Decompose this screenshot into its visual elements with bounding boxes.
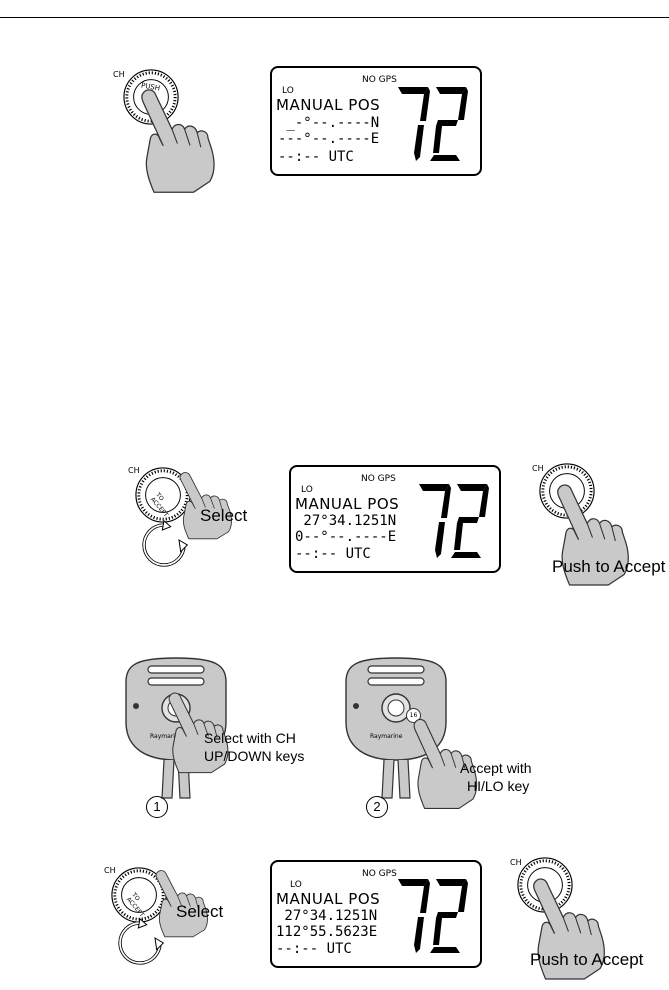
knob-side-label: CH — [532, 464, 544, 473]
power-level: LO — [301, 485, 313, 495]
channel-number-icon — [394, 872, 470, 958]
channel-number-icon — [415, 477, 491, 563]
gps-status: NO GPS — [362, 75, 397, 85]
hilo-key-label: 16 — [409, 712, 418, 719]
power-level: LO — [290, 880, 302, 890]
knob-side-label: CH — [104, 866, 116, 875]
knob-side-label: CH — [128, 466, 140, 475]
select-label: Select — [176, 902, 224, 921]
display-mode: MANUAL POS — [276, 890, 381, 908]
push-to-accept-label: Push to Accept — [552, 557, 666, 576]
latitude-entry: _-°--.----N — [278, 115, 380, 131]
latitude-entry: 27°34.1251N — [276, 908, 378, 924]
lcd-display: NO GPS LO MANUAL POS 27°34.1251N 112°55.… — [270, 860, 482, 968]
mic-brand: Raymarine — [370, 733, 403, 740]
select-label: Select — [200, 506, 248, 525]
gps-status: NO GPS — [361, 474, 396, 484]
step-number-1: 1 — [146, 796, 168, 818]
step1-label-line1: Select with CH — [204, 730, 296, 746]
display-mode: MANUAL POS — [295, 495, 400, 513]
pointing-hand-icon — [136, 84, 226, 196]
push-to-accept-label: Push to Accept — [530, 950, 644, 969]
latitude-entry: 27°34.1251N — [295, 513, 397, 529]
pointing-hand-icon — [160, 470, 256, 540]
gps-status: NO GPS — [362, 869, 397, 879]
longitude-entry: 112°55.5623E — [276, 924, 378, 940]
channel-number-icon — [394, 80, 470, 166]
step2-label-line2: HI/LO key — [467, 778, 530, 794]
lcd-display: NO GPS LO MANUAL POS _-°--.----N ---°--.… — [270, 66, 482, 176]
power-level: LO — [282, 86, 294, 96]
longitude-entry: 0--°--.----E — [295, 529, 397, 545]
step2-label-line1: Accept with — [460, 760, 532, 776]
knob-side-label: CH — [113, 70, 125, 79]
lcd-display: NO GPS LO MANUAL POS 27°34.1251N 0--°--.… — [289, 465, 501, 573]
time-entry: --:-- UTC — [278, 149, 354, 165]
step1-label-line2: UP/DOWN keys — [204, 748, 305, 764]
longitude-entry: ---°--.----E — [278, 131, 380, 147]
step-number-2: 2 — [366, 796, 388, 818]
header-rule — [0, 17, 669, 18]
mic-brand: Raymarine — [150, 733, 183, 740]
hilo-key-icon: 16 — [406, 708, 421, 723]
time-entry: --:-- UTC — [295, 546, 371, 562]
display-mode: MANUAL POS — [276, 96, 381, 114]
time-entry: --:-- UTC — [276, 941, 352, 957]
knob-side-label: CH — [510, 858, 522, 867]
